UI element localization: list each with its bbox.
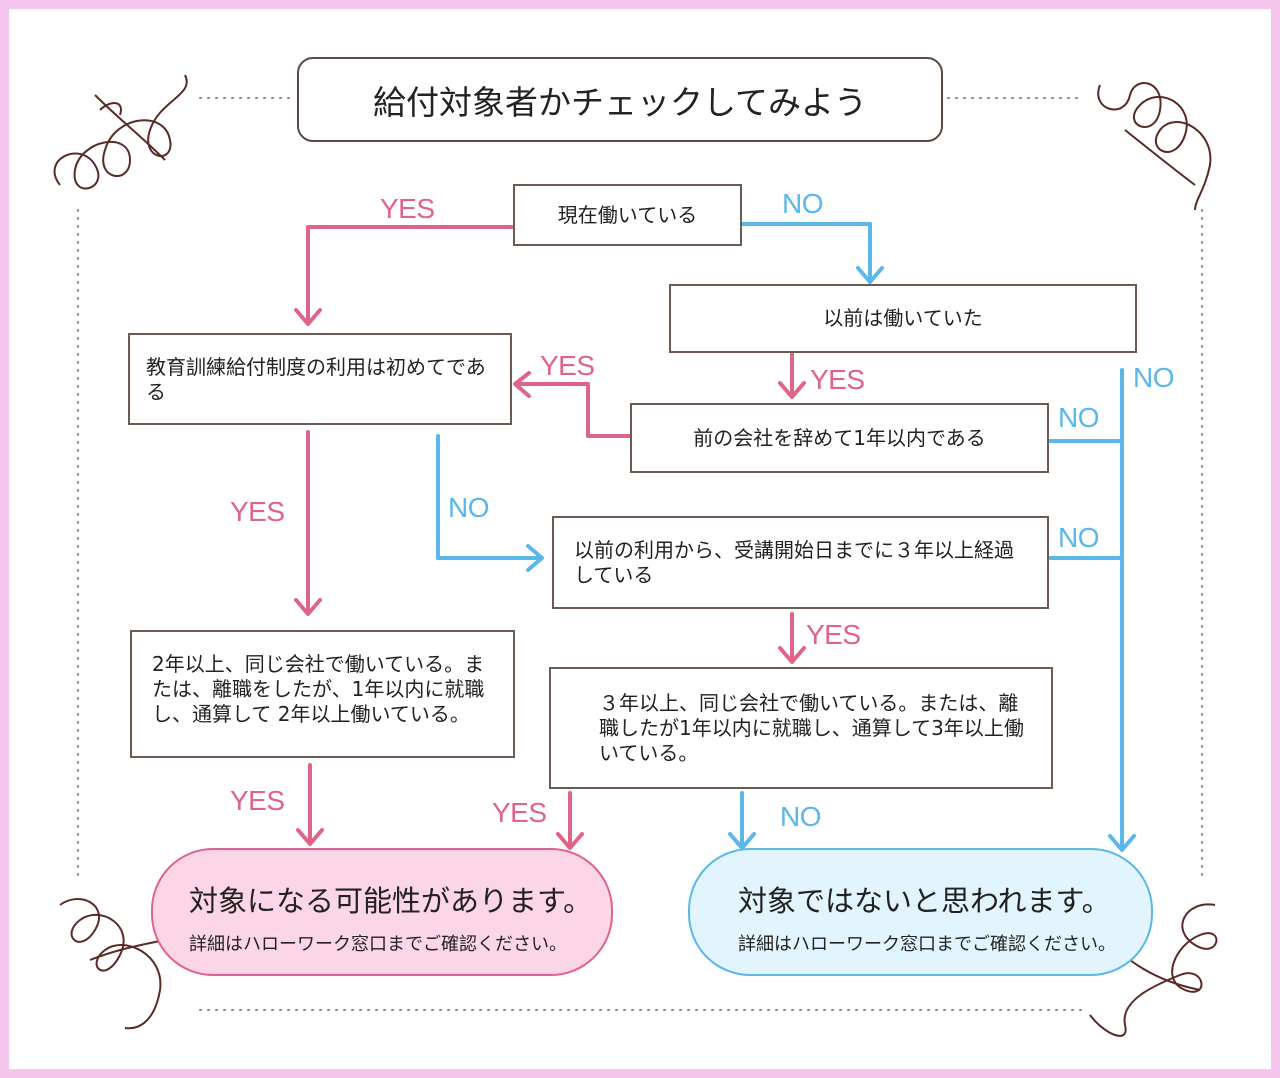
node-quit-within-year: 前の会社を辞めて1年以内である <box>630 403 1049 473</box>
corner-ornament-top-right <box>1097 82 1212 211</box>
node-two-years-same-company: 2年以上、同じ会社で働いている。または、離職をしたが、1年以内に就職し、通算して… <box>130 630 515 758</box>
node-three-years-passed: 以前の利用から、受講開始日までに３年以上経過している <box>552 516 1049 609</box>
no-label: NO <box>1058 522 1100 553</box>
corner-ornament-top-left <box>53 74 188 190</box>
node-currently-working: 現在働いている <box>513 184 742 246</box>
no-label: NO <box>448 492 490 523</box>
corner-ornament-bottom-left <box>59 898 166 1030</box>
corner-ornament-bottom-right <box>1089 903 1218 1037</box>
no-label: NO <box>1133 362 1175 393</box>
result-not-eligible: 対象ではないと思われます。 詳細はハローワーク窓口までご確認ください。 <box>688 848 1153 976</box>
no-label: NO <box>782 188 824 219</box>
no-connectors <box>436 222 1136 852</box>
dotted-border <box>77 97 1203 1011</box>
yes-label: YES <box>810 364 865 395</box>
no-label: NO <box>1058 402 1100 433</box>
yes-label: YES <box>380 193 435 224</box>
yes-label: YES <box>540 350 595 381</box>
result-not-eligible-note: 詳細はハローワーク窓口までご確認ください。 <box>738 934 1116 955</box>
yes-label: YES <box>806 619 861 650</box>
yes-label: YES <box>492 797 547 828</box>
result-eligible: 対象になる可能性があります。 詳細はハローワーク窓口までご確認ください。 <box>151 848 613 976</box>
page-title: 給付対象者かチェックしてみよう <box>297 57 943 142</box>
node-three-years-same-company: ３年以上、同じ会社で働いている。または、離職したが1年以内に就職し、通算して3年… <box>549 667 1053 789</box>
yes-connectors <box>294 225 806 850</box>
node-previously-worked: 以前は働いていた <box>669 284 1137 353</box>
no-label: NO <box>780 801 822 832</box>
result-eligible-note: 詳細はハローワーク窓口までご確認ください。 <box>189 934 567 955</box>
node-first-time-use: 教育訓練給付制度の利用は初めてである <box>128 333 512 425</box>
yes-label: YES <box>230 496 285 527</box>
result-not-eligible-headline: 対象ではないと思われます。 <box>738 884 1111 918</box>
result-eligible-headline: 対象になる可能性があります。 <box>189 884 593 918</box>
yes-label: YES <box>230 785 285 816</box>
